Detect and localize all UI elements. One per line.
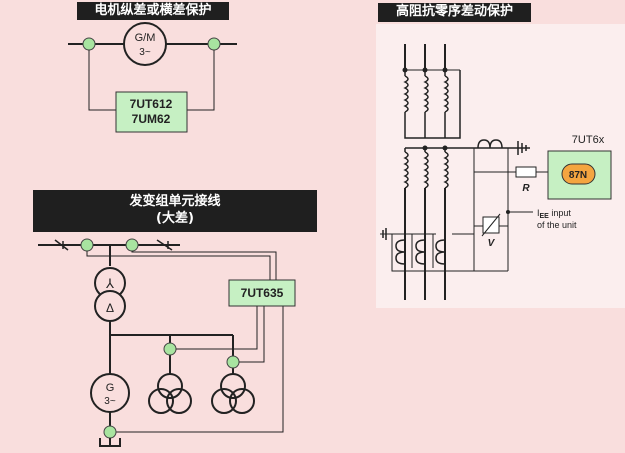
ct-busbar-left (80, 238, 94, 252)
primary-winding-c (444, 75, 449, 113)
title-unit-line1: 发变组单元接线 (129, 194, 221, 209)
ct-aux-transformer-1 (163, 342, 177, 356)
secondary-winding-b (424, 151, 429, 189)
relay-7um62-label: 7UM62 (132, 112, 171, 126)
neutral-ct (477, 139, 503, 149)
title-unit-line2: (大差) (156, 211, 194, 226)
transformer-secondary-symbol: Δ (106, 301, 114, 315)
ct-aux-transformer-2 (226, 355, 240, 369)
title-motor-differential: 电机纵差或横差保护 (77, 2, 229, 20)
primary-winding-b (424, 75, 429, 113)
transformer-primary-symbol: ⅄ (105, 276, 114, 291)
relay-7ut6x-title: 7UT6x (572, 134, 605, 146)
resistor-label: R (522, 183, 530, 194)
secondary-winding-a (404, 151, 409, 189)
stabilizing-resistor (515, 166, 537, 178)
relay-7ut612-box (115, 91, 188, 133)
machine-label-2: 3~ (139, 47, 151, 58)
iee-input-label: IEE input (537, 208, 571, 220)
generator-label-2: 3~ (104, 396, 116, 407)
restricted-earth-fault-diagram: R V IEE input of the unit 7UT6x 87N (380, 44, 612, 300)
varistor-label: V (488, 238, 496, 249)
unit-differential-diagram: ⅄ Δ 7UT635 G 3~ (38, 238, 296, 447)
ct-busbar-right (125, 238, 139, 252)
unit-input-label: of the unit (537, 220, 577, 230)
element-87n-label: 87N (569, 170, 587, 181)
relay-7ut635-box (228, 279, 296, 307)
relay-7ut635-label: 7UT635 (241, 286, 284, 300)
ct-generator-neutral (103, 425, 117, 439)
element-87n-badge (561, 163, 596, 185)
relay-7ut612-label: 7UT612 (130, 97, 173, 111)
line-ct-a (395, 239, 406, 265)
ct-left (82, 37, 96, 51)
line-ct-b (415, 239, 426, 265)
line-ct-c (435, 239, 446, 265)
title-unit-differential: 发变组单元接线 (大差) (33, 190, 317, 232)
generator-label-1: G (106, 382, 115, 394)
primary-winding-a (404, 75, 409, 113)
title-restricted-earth-fault: 高阻抗零序差动保护 (378, 3, 531, 22)
aux-transformer-2 (211, 373, 255, 414)
machine-symbol (123, 22, 167, 66)
machine-label-1: G/M (135, 32, 156, 44)
aux-transformer-1 (148, 373, 192, 414)
ct-right (207, 37, 221, 51)
motor-differential-diagram: G/M 3~ 7UT612 7UM62 (68, 22, 237, 133)
secondary-winding-c (444, 151, 449, 189)
